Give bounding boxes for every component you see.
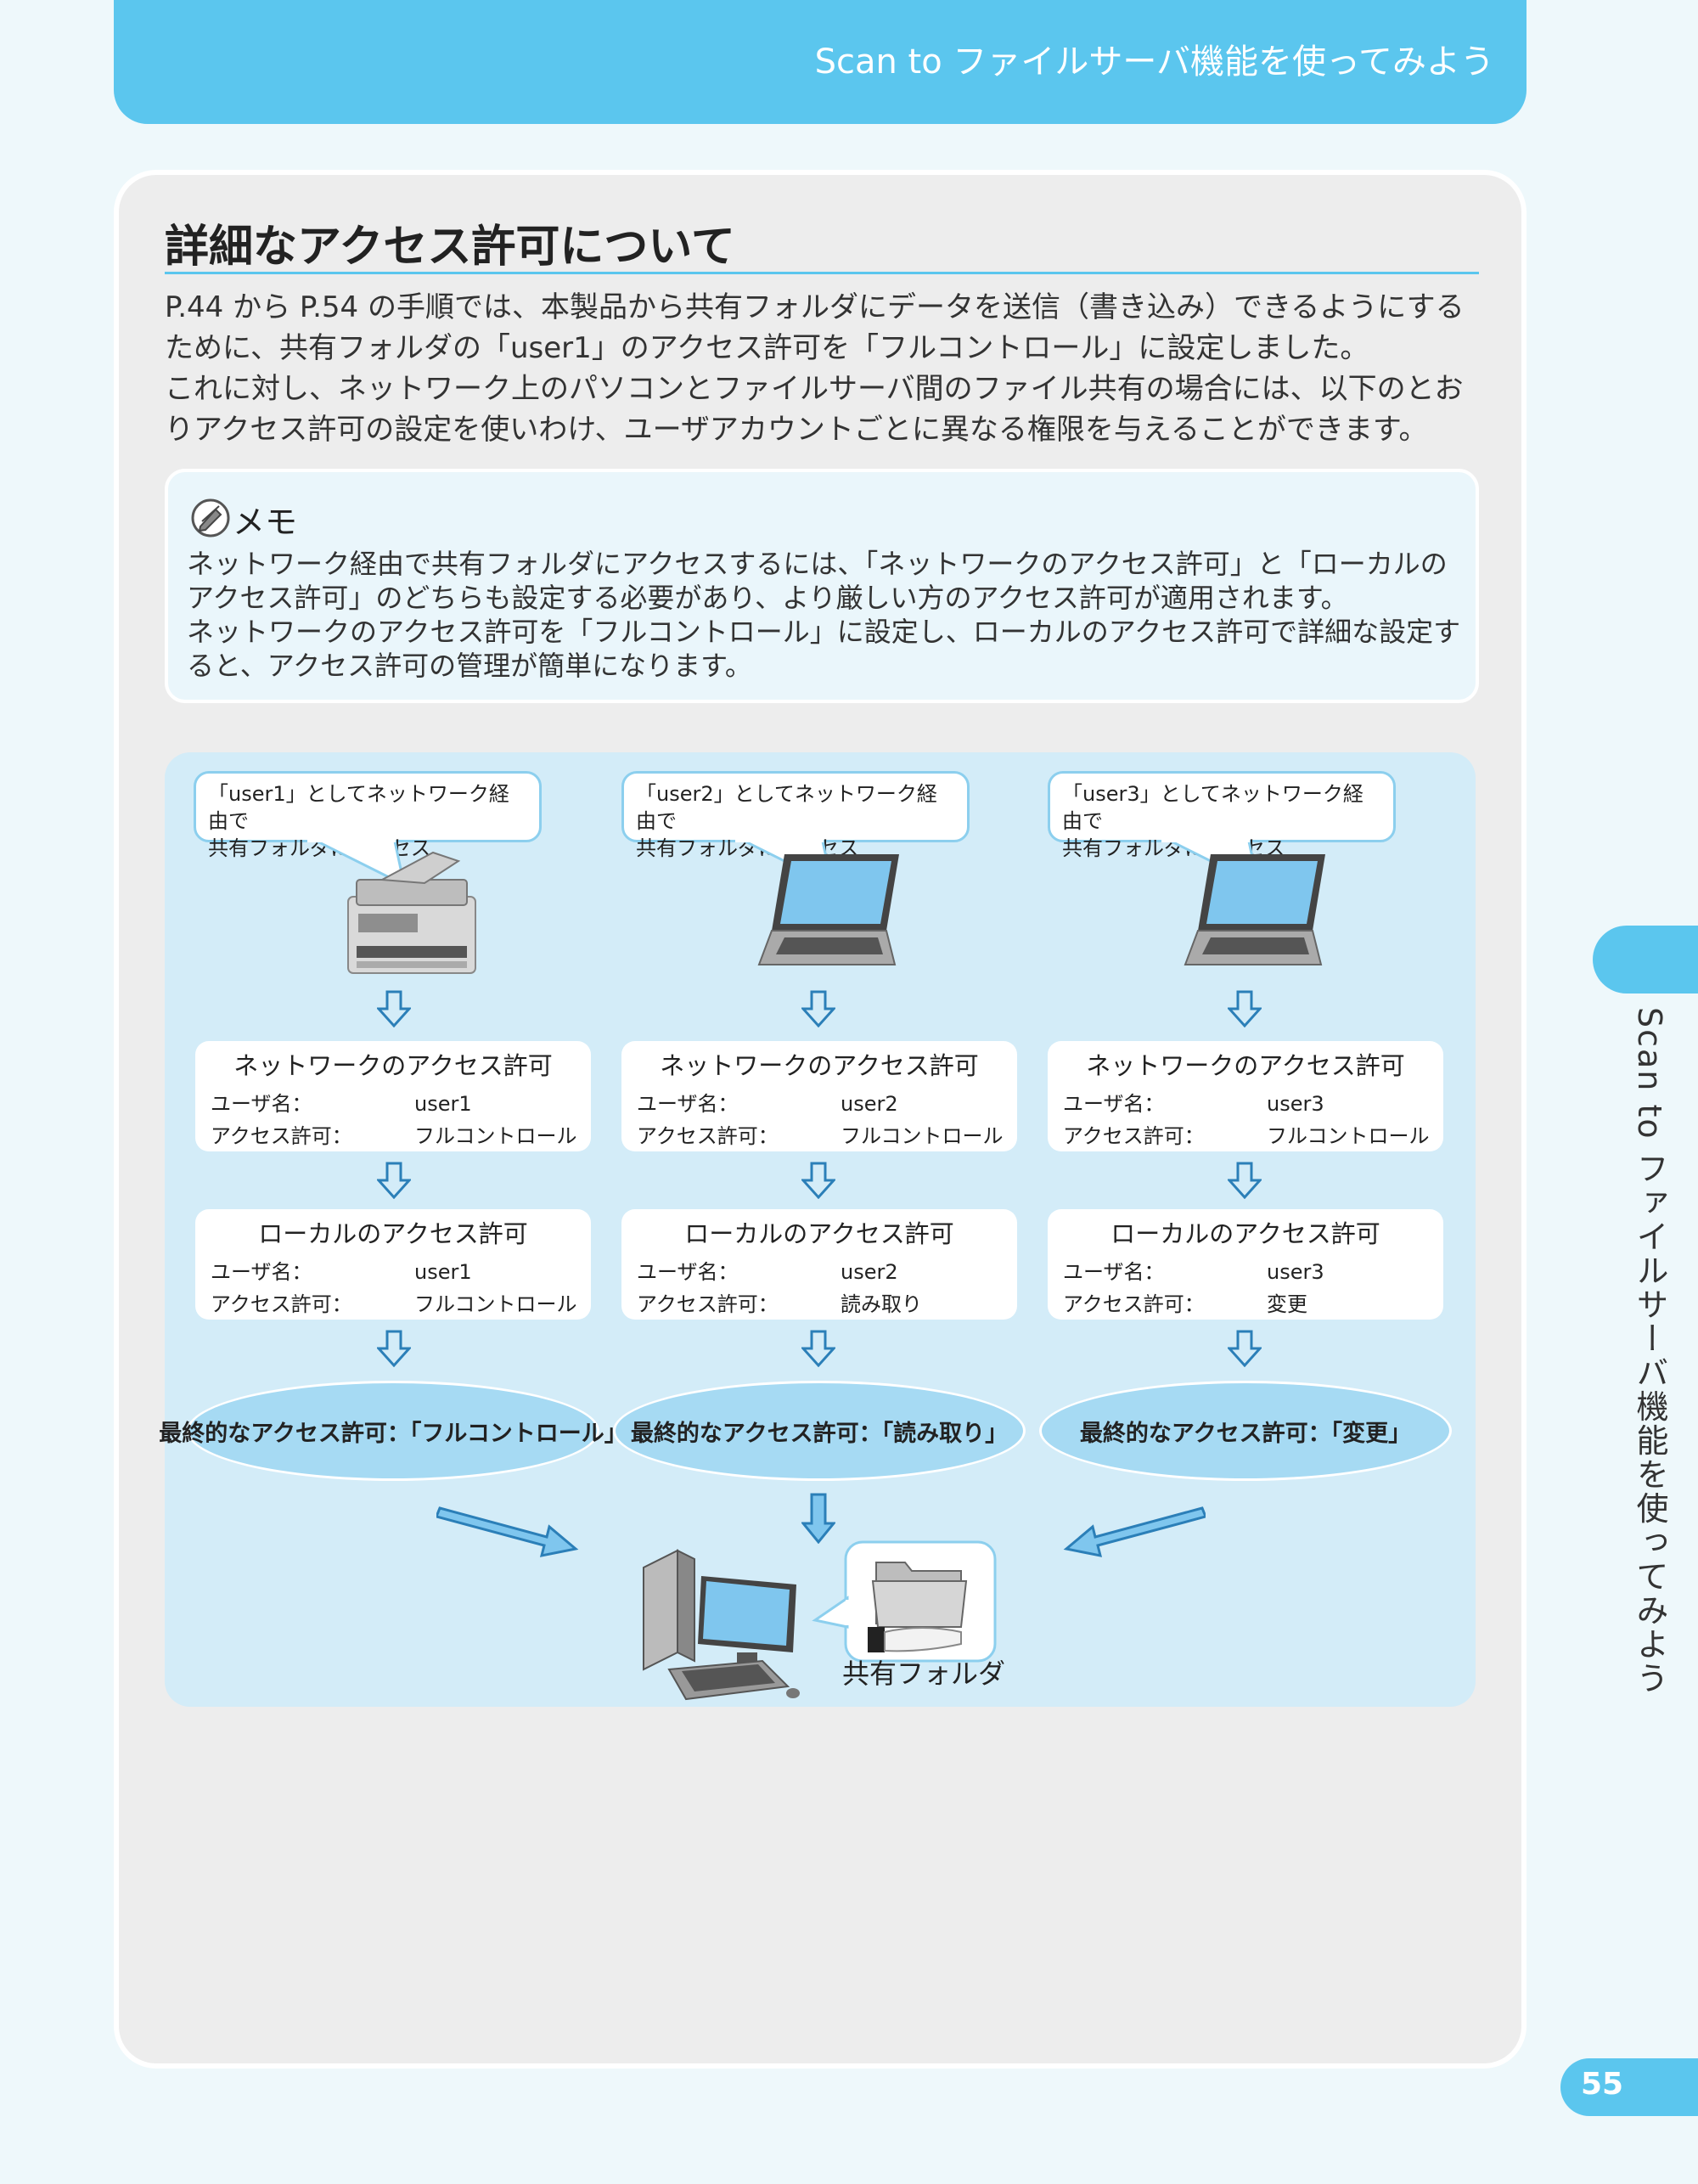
- arrow-down-icon: [801, 990, 835, 1027]
- bubble-line: 「user1」としてネットワーク経由で: [208, 782, 509, 833]
- intro-text: P.44 から P.54 の手順では、本製品から共有フォルダにデータを送信（書き…: [165, 287, 1489, 450]
- arrow-down-icon: [377, 1330, 411, 1367]
- shared-folder-icon: [812, 1540, 997, 1663]
- arrow-down-icon: [377, 1162, 411, 1199]
- perm-user-row: ユーザ名： user3: [1063, 1255, 1324, 1285]
- perm-label: アクセス許可：: [211, 1292, 352, 1316]
- user-label: ユーザ名：: [1063, 1260, 1165, 1284]
- page-number-tab: 55: [1560, 2058, 1698, 2116]
- user-label: ユーザ名：: [637, 1092, 739, 1116]
- arrow-down-icon: [377, 990, 411, 1027]
- arrow-down-icon: [1228, 1162, 1262, 1199]
- user-value: user3: [1267, 1260, 1324, 1284]
- perm-title: ネットワークのアクセス許可: [1086, 1051, 1405, 1080]
- network-permission-user1: ネットワークのアクセス許可 ユーザ名： user1 アクセス許可： フルコントロール: [195, 1041, 591, 1151]
- perm-title: ローカルのアクセス許可: [258, 1219, 528, 1248]
- perm-access-row: アクセス許可： 変更: [1063, 1287, 1307, 1317]
- perm-label: アクセス許可：: [637, 1292, 779, 1316]
- perm-label: アクセス許可：: [637, 1124, 779, 1148]
- printer-icon: [347, 851, 476, 974]
- section-title: 詳細なアクセス許可について: [165, 222, 735, 273]
- perm-value: フルコントロール: [1267, 1124, 1430, 1148]
- perm-title: ローカルのアクセス許可: [1110, 1219, 1380, 1248]
- title-rule: [165, 272, 1479, 274]
- perm-title: ローカルのアクセス許可: [684, 1219, 954, 1248]
- perm-label: アクセス許可：: [1063, 1124, 1205, 1148]
- arrow-down-icon: [801, 1330, 835, 1367]
- memo-title: メモ: [233, 504, 298, 541]
- bubble-user3: 「user3」としてネットワーク経由で 共有フォルダにアクセス: [1048, 771, 1396, 860]
- side-tab-label: Scan to ファイルサーバ機能を使ってみよう: [1631, 1007, 1668, 1696]
- network-permission-user2: ネットワークのアクセス許可 ユーザ名： user2 アクセス許可： フルコントロール: [621, 1041, 1017, 1151]
- user-label: ユーザ名：: [637, 1260, 739, 1284]
- perm-access-row: アクセス許可： フルコントロール: [211, 1287, 577, 1317]
- perm-label: アクセス許可：: [1063, 1292, 1205, 1316]
- arrow-diagonal-left-icon: [1063, 1506, 1206, 1557]
- arrow-down-icon: [1228, 990, 1262, 1027]
- user-value: user3: [1267, 1092, 1324, 1116]
- perm-value: フルコントロール: [414, 1292, 577, 1316]
- local-permission-user3: ローカルのアクセス許可 ユーザ名： user3 アクセス許可： 変更: [1048, 1209, 1443, 1320]
- perm-user-row: ユーザ名： user1: [211, 1087, 472, 1117]
- perm-access-row: アクセス許可： フルコントロール: [1063, 1119, 1430, 1149]
- user-value: user2: [841, 1092, 898, 1116]
- page-number: 55: [1581, 2067, 1624, 2102]
- bubble-line: 「user3」としてネットワーク経由で: [1062, 782, 1363, 833]
- user-value: user1: [414, 1092, 472, 1116]
- side-tab: [1593, 926, 1698, 993]
- header-banner: Scan to ファイルサーバ機能を使ってみよう: [114, 0, 1527, 124]
- perm-value: フルコントロール: [414, 1124, 577, 1148]
- arrow-down-icon: [1228, 1330, 1262, 1367]
- bubble-user1: 「user1」としてネットワーク経由で 共有フォルダにアクセス: [194, 771, 542, 860]
- intro-paragraph-2: これに対し、ネットワーク上のパソコンとファイルサーバ間のファイル共有の場合には、…: [165, 372, 1464, 447]
- access-diagram: 「user1」としてネットワーク経由で 共有フォルダにアクセス ネットワークのア…: [159, 752, 1476, 1707]
- bubble-user2: 「user2」としてネットワーク経由で 共有フォルダにアクセス: [621, 771, 970, 860]
- network-permission-user3: ネットワークのアクセス許可 ユーザ名： user3 アクセス許可： フルコントロール: [1048, 1041, 1443, 1151]
- desktop-pc-icon: [643, 1549, 800, 1701]
- laptop-icon: [1184, 854, 1325, 965]
- arrow-down-icon: [801, 1162, 835, 1199]
- user-label: ユーザ名：: [211, 1092, 312, 1116]
- local-permission-user2: ローカルのアクセス許可 ユーザ名： user2 アクセス許可： 読み取り: [621, 1209, 1017, 1320]
- perm-value: 変更: [1267, 1292, 1307, 1316]
- perm-access-row: アクセス許可： 読み取り: [637, 1287, 922, 1317]
- perm-value: フルコントロール: [841, 1124, 1004, 1148]
- perm-value: 読み取り: [841, 1292, 922, 1316]
- bubble-tail: [307, 837, 407, 887]
- memo-body: ネットワーク経由で共有フォルダにアクセスするには、「ネットワークのアクセス許可」…: [187, 547, 1469, 683]
- perm-label: アクセス許可：: [211, 1124, 352, 1148]
- header-title: Scan to ファイルサーバ機能を使ってみよう: [814, 42, 1494, 82]
- arrow-diagonal-right-icon: [436, 1506, 579, 1557]
- memo-paragraph-1: ネットワーク経由で共有フォルダにアクセスするには、「ネットワークのアクセス許可」…: [187, 548, 1448, 614]
- final-permission-user3: 最終的なアクセス許可：「変更」: [1039, 1381, 1452, 1481]
- final-permission-user1: 最終的なアクセス許可：「フルコントロール」: [159, 1381, 627, 1481]
- memo-box: メモ ネットワーク経由で共有フォルダにアクセスするには、「ネットワークのアクセス…: [165, 469, 1479, 703]
- user-value: user2: [841, 1260, 898, 1284]
- shared-folder-label: 共有フォルダ: [842, 1658, 1006, 1690]
- perm-user-row: ユーザ名： user3: [1063, 1087, 1324, 1117]
- final-permission-user2: 最終的なアクセス許可：「読み取り」: [613, 1381, 1026, 1481]
- perm-title: ネットワークのアクセス許可: [233, 1051, 553, 1080]
- perm-access-row: アクセス許可： フルコントロール: [211, 1119, 577, 1149]
- perm-access-row: アクセス許可： フルコントロール: [637, 1119, 1004, 1149]
- user-label: ユーザ名：: [1063, 1092, 1165, 1116]
- intro-paragraph-1: P.44 から P.54 の手順では、本製品から共有フォルダにデータを送信（書き…: [165, 290, 1465, 365]
- local-permission-user1: ローカルのアクセス許可 ユーザ名： user1 アクセス許可： フルコントロール: [195, 1209, 591, 1320]
- bubble-line: 「user2」としてネットワーク経由で: [636, 782, 937, 833]
- perm-user-row: ユーザ名： user2: [637, 1087, 898, 1117]
- perm-user-row: ユーザ名： user2: [637, 1255, 898, 1285]
- laptop-icon: [757, 854, 899, 965]
- pencil-icon: [191, 498, 230, 538]
- perm-title: ネットワークのアクセス許可: [660, 1051, 979, 1080]
- perm-user-row: ユーザ名： user1: [211, 1255, 472, 1285]
- arrow-down-icon: [801, 1493, 835, 1544]
- user-label: ユーザ名：: [211, 1260, 312, 1284]
- user-value: user1: [414, 1260, 472, 1284]
- memo-paragraph-2: ネットワークのアクセス許可を「フルコントロール」に設定し、ローカルのアクセス許可…: [187, 616, 1461, 682]
